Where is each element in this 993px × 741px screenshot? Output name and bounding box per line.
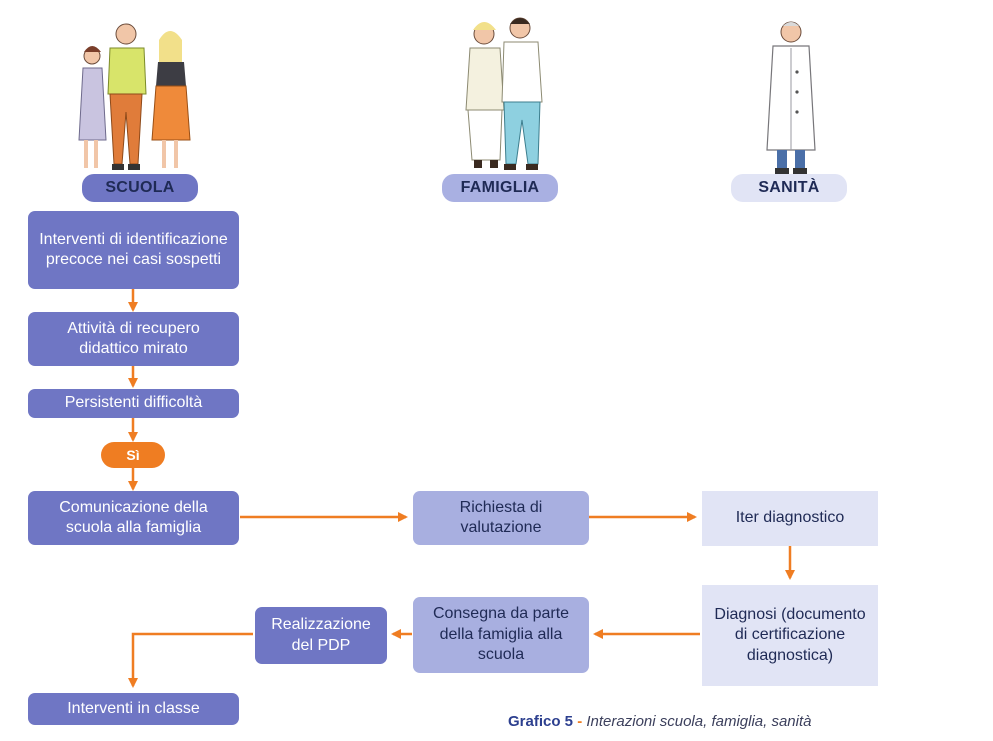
box-realizzazione-pdp: Realizzazione del PDP [255, 607, 387, 664]
column-header-sanita: SANITÀ [731, 174, 847, 202]
box-iter-diagnostico-text: Iter diagnostico [735, 509, 845, 527]
box-interventi-classe-text: Interventi in classe [67, 699, 200, 717]
doctor-illustration [766, 21, 816, 174]
box-diagnosi: Diagnosi (documento di certificazione di… [702, 585, 878, 686]
caption-label: Grafico 5 [508, 713, 574, 730]
answer-si-badge: Sì [101, 442, 165, 468]
answer-si-text: Sì [126, 447, 140, 463]
caption-text: Interazioni scuola, famiglia, sanità [586, 713, 812, 730]
column-header-famiglia: FAMIGLIA [442, 174, 558, 202]
box-consegna-text: Consegna da parte della famiglia alla sc… [432, 605, 570, 664]
box-attivita-recupero: Attività di recupero didattico mirato [28, 312, 239, 366]
caption-separator: - [573, 713, 587, 730]
column-header-scuola-label: SCUOLA [105, 179, 175, 196]
box-iter-diagnostico: Iter diagnostico [702, 491, 878, 546]
arrow-pdp-to-interventi-classe [128, 632, 253, 688]
box-richiesta-valutazione-text: Richiesta di valutazione [459, 498, 543, 536]
box-comunicazione: Comunicazione della scuola alla famiglia [28, 491, 239, 545]
box-interventi-identificazione-text: Interventi di identificazione precoce ne… [39, 230, 228, 268]
column-header-famiglia-label: FAMIGLIA [460, 179, 540, 196]
figure-caption: Grafico 5 - Interazioni scuola, famiglia… [508, 713, 812, 730]
school-people-illustration [78, 23, 191, 170]
box-comunicazione-text: Comunicazione della scuola alla famiglia [59, 498, 208, 536]
box-diagnosi-text: Diagnosi (documento di certificazione di… [714, 605, 866, 664]
box-interventi-classe: Interventi in classe [28, 693, 239, 725]
box-realizzazione-pdp-text: Realizzazione del PDP [271, 616, 371, 654]
box-attivita-recupero-text: Attività di recupero didattico mirato [67, 319, 200, 357]
box-persistenti-difficolta: Persistenti difficoltà [28, 389, 239, 418]
box-consegna: Consegna da parte della famiglia alla sc… [413, 597, 589, 673]
family-couple-illustration [465, 17, 543, 170]
box-interventi-identificazione: Interventi di identificazione precoce ne… [28, 211, 239, 289]
box-persistenti-difficolta-text: Persistenti difficoltà [64, 394, 203, 412]
column-header-sanita-label: SANITÀ [758, 179, 820, 196]
column-header-scuola: SCUOLA [82, 174, 198, 202]
box-richiesta-valutazione: Richiesta di valutazione [413, 491, 589, 545]
